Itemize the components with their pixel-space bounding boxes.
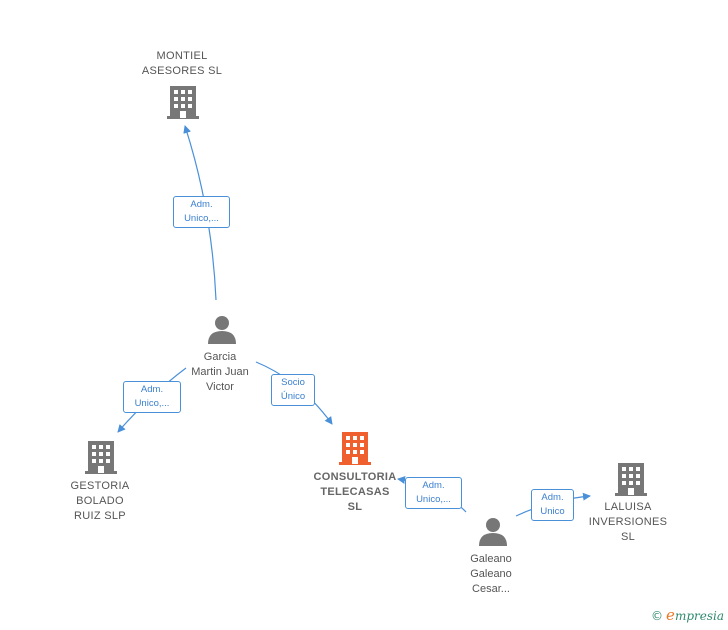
person-icon[interactable] bbox=[479, 518, 507, 546]
node-label-laluisa[interactable]: LALUISA INVERSIONES SL bbox=[588, 501, 668, 543]
edge-label-galeano-laluisa[interactable]: Adm. Unico bbox=[531, 489, 574, 521]
brand-e: e bbox=[666, 606, 675, 624]
brand-logo: ©empresia bbox=[651, 606, 724, 624]
building-icon[interactable] bbox=[339, 432, 371, 465]
node-label-gestoria[interactable]: GESTORIA BOLADO RUIZ SLP bbox=[70, 480, 130, 522]
person-icon[interactable] bbox=[208, 316, 236, 344]
edge-label-garcia-consultoria[interactable]: Socio Único bbox=[271, 374, 315, 406]
building-icon[interactable] bbox=[85, 441, 117, 474]
building-icon[interactable] bbox=[167, 86, 199, 119]
edge-label-garcia-montiel[interactable]: Adm. Unico,... bbox=[173, 196, 230, 228]
building-icon[interactable] bbox=[615, 463, 647, 496]
brand-name: mpresia bbox=[674, 609, 724, 623]
node-label-galeano[interactable]: Galeano Galeano Cesar... bbox=[470, 553, 512, 595]
node-label-garcia[interactable]: Garcia Martin Juan Victor bbox=[191, 351, 249, 393]
edge-label-galeano-consultoria[interactable]: Adm. Unico,... bbox=[405, 477, 462, 509]
node-label-montiel[interactable]: MONTIEL ASESORES SL bbox=[141, 50, 223, 77]
node-label-consultoria[interactable]: CONSULTORIA TELECASAS SL bbox=[313, 471, 397, 513]
edge-label-garcia-gestoria[interactable]: Adm. Unico,... bbox=[123, 381, 181, 413]
copyright-icon: © bbox=[651, 609, 664, 623]
